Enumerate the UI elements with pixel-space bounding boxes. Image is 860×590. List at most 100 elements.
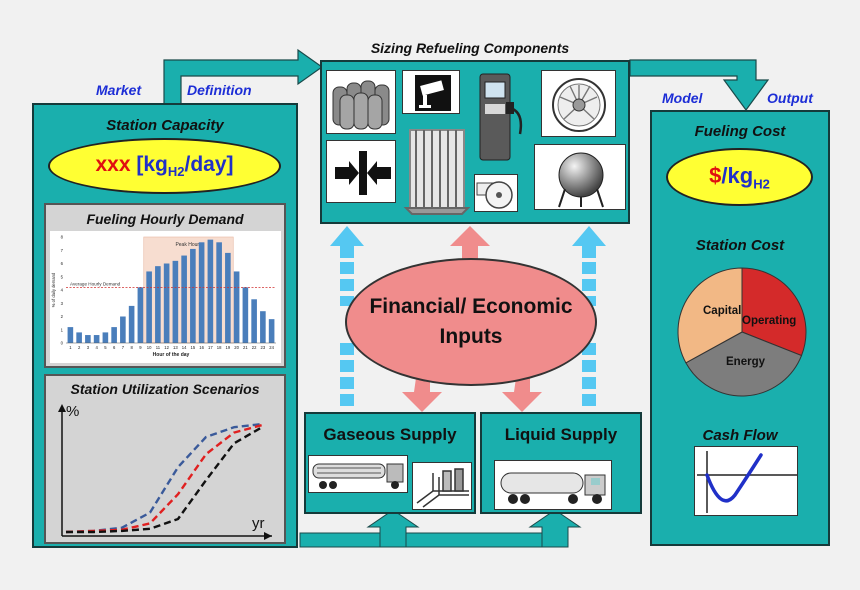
x-tick-label: 12 (164, 345, 169, 350)
y-tick-label: 1 (61, 327, 64, 332)
demand-bar (111, 327, 117, 343)
pie-label-capital: Capital (703, 305, 741, 317)
x-tick-label: 22 (252, 345, 257, 350)
dispenser-icon (470, 72, 534, 164)
piping-skid-image (412, 462, 472, 510)
gaseous-supply-label: Gaseous Supply (323, 425, 457, 444)
demand-bar (260, 311, 266, 343)
x-tick-label: 6 (113, 345, 116, 350)
financial-line1: Financial/ Economic (369, 295, 573, 318)
y-tick-label: 8 (61, 235, 64, 240)
demand-bar (190, 248, 196, 343)
demand-bar (225, 252, 231, 343)
x-tick-label: 4 (95, 345, 98, 350)
x-tick-label: 16 (199, 345, 204, 350)
model-arrow (629, 59, 770, 112)
x-axis-label: Hour of the day (153, 352, 190, 358)
demand-bar (120, 316, 126, 343)
fueling-cost-unit: /kgH2 (721, 162, 770, 192)
y-tick-label: 4 (61, 288, 64, 293)
x-tick-label: 21 (243, 345, 248, 350)
demand-bar (163, 263, 170, 343)
utilization-series-line (65, 423, 263, 534)
x-tick-label: 5 (104, 345, 107, 350)
x-axis-arrow (264, 532, 272, 540)
cash-flow-title: Cash Flow (702, 427, 778, 444)
x-tick-label: 23 (261, 345, 266, 350)
fueling-cost-title: Fueling Cost (694, 123, 786, 140)
x-tick-label: 11 (156, 345, 161, 350)
utilization-series-line (65, 422, 263, 534)
peak-hours-label: Peak Hours (175, 242, 202, 248)
x-tick-label: 19 (226, 345, 231, 350)
pie-label-energy: Energy (726, 356, 766, 368)
average-label: Average Hourly Demand (70, 281, 121, 286)
liquid-tanker-image (494, 460, 612, 510)
gaseous-up-arrow (366, 509, 420, 548)
model-label: Model (662, 90, 703, 106)
demand-bar (216, 242, 222, 343)
y-axis-label: % of daily demand (51, 272, 56, 307)
y-tick-label: 6 (61, 261, 64, 266)
tube-trailer-image (308, 455, 408, 493)
demand-bar (198, 242, 205, 343)
output-label: Output (767, 90, 813, 106)
compressor-icon (326, 140, 396, 203)
demand-bar (251, 299, 257, 343)
pie-slice (677, 267, 743, 364)
definition-label: Definition (187, 82, 252, 98)
demand-bar (128, 305, 135, 343)
utilization-series-line (66, 426, 263, 534)
x-tick-label: 14 (182, 345, 187, 350)
x-tick-label: 24 (269, 345, 274, 350)
demand-bar (67, 327, 74, 343)
hourly-demand-title: Fueling Hourly Demand (86, 211, 244, 227)
y-tick-label: 2 (61, 314, 64, 319)
capacity-unit: [kgH2/day] (136, 152, 234, 180)
x-tick-label: 17 (208, 345, 213, 350)
fan-cooler-image (541, 70, 616, 137)
pie-label-operating: Operating (742, 315, 796, 327)
financial-inputs-ellipse: Financial/ Economic Inputs (345, 258, 597, 386)
spherical-tank-image (534, 144, 626, 210)
demand-bar (85, 335, 91, 343)
demand-bar (242, 287, 249, 343)
top-title: Sizing Refueling Components (370, 40, 570, 56)
x-tick-label: 20 (234, 345, 239, 350)
x-tick-label: 3 (87, 345, 90, 350)
market-arrow (163, 48, 324, 105)
utilization-title: Station Utilization Scenarios (70, 381, 260, 397)
demand-bar (172, 260, 179, 343)
x-tick-label: 18 (217, 345, 222, 350)
station-cost-title: Station Cost (695, 237, 785, 254)
liquid-up-arrow (528, 509, 582, 548)
pump-icon (474, 174, 518, 212)
y-tick-label: 0 (61, 341, 64, 346)
demand-bar (181, 255, 187, 343)
x-tick-label: 9 (139, 345, 142, 350)
heat-exchanger-image (403, 124, 471, 216)
x-tick-label: 15 (191, 345, 196, 350)
utilization-box (44, 374, 286, 544)
x-tick-label: 8 (130, 345, 133, 350)
financial-line2: Inputs (439, 325, 503, 348)
y-axis-symbol: % (66, 403, 79, 420)
x-tick-label: 1 (69, 345, 72, 350)
station-capacity-title: Station Capacity (106, 117, 224, 134)
utilization-chart: %yr (58, 403, 272, 540)
fueling-cost-ellipse: $/kgH2 (666, 148, 813, 206)
y-axis-arrow (58, 404, 66, 412)
market-label: Market (96, 82, 142, 98)
demand-bar (146, 271, 152, 343)
storage-cylinders-image (326, 70, 396, 134)
cash-flow-chart (694, 446, 798, 516)
x-tick-label: 10 (147, 345, 152, 350)
x-tick-label: 2 (78, 345, 81, 350)
demand-bar (207, 239, 214, 343)
demand-bar (155, 266, 161, 343)
y-tick-label: 3 (61, 301, 64, 306)
